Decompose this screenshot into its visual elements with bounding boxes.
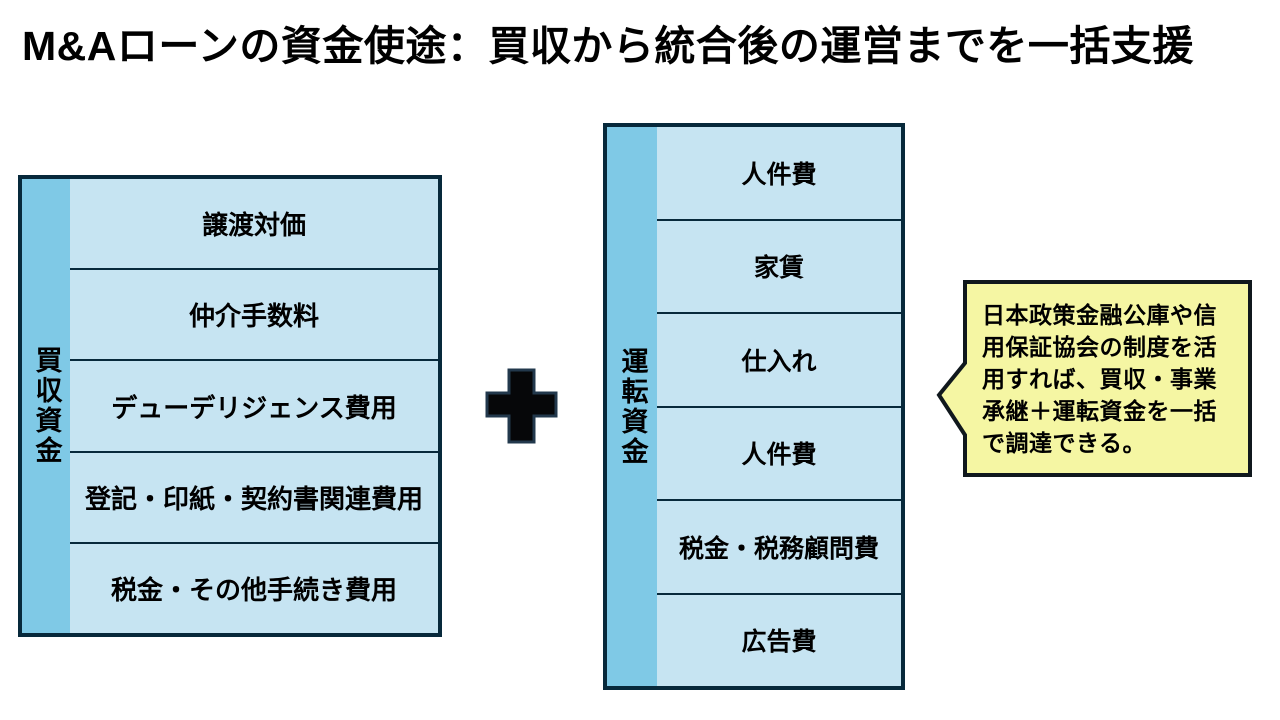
acquisition-funds-strip: 買収資金 bbox=[22, 179, 70, 633]
table-row: 人件費 bbox=[657, 405, 901, 500]
working-capital-rows: 人件費 家賃 仕入れ 人件費 税金・税務顧問費 広告費 bbox=[657, 127, 901, 686]
table-row: 登記・印紙・契約書関連費用 bbox=[70, 450, 438, 542]
callout-text: 日本政策金融公庫や信 用保証協会の制度を活 用すれば、買収・事業 承継＋運転資金… bbox=[982, 302, 1217, 456]
table-row: 税金・その他手続き費用 bbox=[70, 541, 438, 633]
table-row: 譲渡対価 bbox=[201, 210, 306, 241]
working-capital-category-label: 運転資金 bbox=[617, 346, 648, 467]
plus-icon bbox=[485, 368, 558, 444]
acquisition-funds-rows: 譲渡対価 仲介手数料 デューデリジェンス費用 登記・印紙・契約書関連費用 税金・… bbox=[70, 179, 438, 633]
acquisition-funds-box: 買収資金 譲渡対価 仲介手数料 デューデリジェンス費用 登記・印紙・契約書関連費… bbox=[18, 175, 442, 637]
page-title: M&Aローンの資金使途：買収から統合後の運営までを一括支援 bbox=[22, 23, 1194, 69]
callout-bubble bbox=[935, 279, 1255, 479]
working-capital-strip: 運転資金 bbox=[607, 127, 657, 686]
table-row: 税金・税務顧問費 bbox=[657, 499, 901, 593]
plus-shape bbox=[485, 368, 558, 444]
acquisition-funds-category-label: 買収資金 bbox=[31, 346, 62, 466]
table-row: 家賃 bbox=[657, 218, 901, 313]
table-row: 広告費 bbox=[657, 592, 901, 687]
table-row: 人件費 bbox=[741, 160, 817, 189]
callout-bubble-shape bbox=[936, 280, 1252, 477]
table-row: 仲介手数料 bbox=[70, 268, 438, 359]
table-row: 仕入れ bbox=[657, 312, 901, 406]
table-row: デューデリジェンス費用 bbox=[70, 359, 438, 450]
working-capital-box: 運転資金 人件費 家賃 仕入れ 人件費 税金・税務顧問費 広告費 bbox=[603, 123, 905, 690]
